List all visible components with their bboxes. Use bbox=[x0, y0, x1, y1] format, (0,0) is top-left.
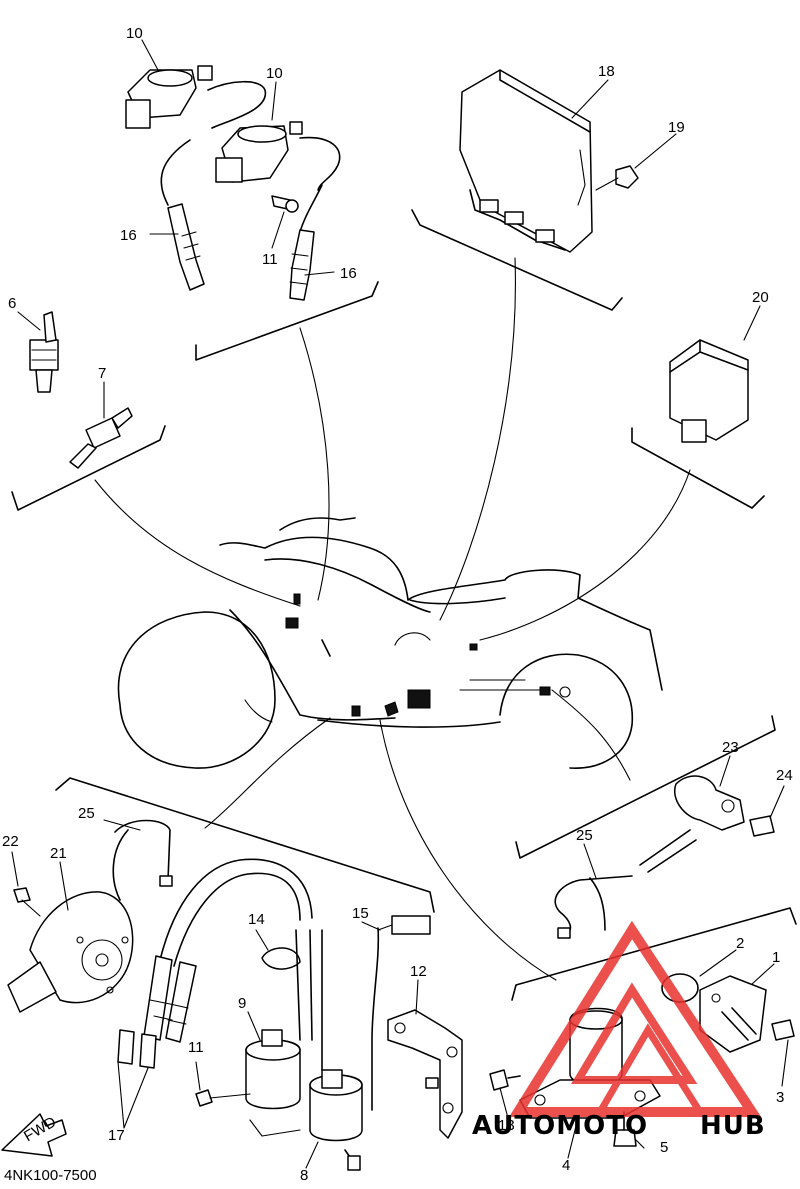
callout-2: 2 bbox=[736, 935, 744, 952]
callout-leaders bbox=[11, 39, 789, 1169]
callout-16-right: 16 bbox=[340, 265, 357, 282]
group-bracket-relay bbox=[631, 427, 765, 509]
bolt-11-bottom bbox=[195, 1089, 251, 1107]
thermo-switch-6 bbox=[29, 311, 59, 393]
callout-13: 13 bbox=[498, 1117, 515, 1134]
horn-21 bbox=[7, 891, 134, 1013]
watermark-suffix: HUB bbox=[700, 1111, 766, 1141]
callout-9: 9 bbox=[238, 995, 246, 1012]
group-bracket-speed-sensor bbox=[515, 715, 776, 859]
bolt-5 bbox=[613, 1111, 637, 1147]
callout-17: 17 bbox=[108, 1127, 125, 1144]
motorcycle-outline bbox=[117, 517, 663, 769]
relay-20 bbox=[669, 339, 749, 443]
callout-10-front: 10 bbox=[126, 25, 143, 42]
bolt-13 bbox=[489, 1069, 521, 1091]
ignition-coil-8 bbox=[309, 1069, 363, 1171]
bolt-11-top bbox=[271, 195, 299, 213]
horn-lead-25 bbox=[112, 819, 173, 901]
wire-clamp-14 bbox=[261, 929, 323, 1071]
group-bracket-sensors bbox=[11, 425, 166, 511]
callout-labels: 10 10 16 11 16 18 19 6 7 20 25 22 21 14 … bbox=[2, 25, 793, 1184]
callout-3: 3 bbox=[776, 1089, 784, 1106]
coil-bracket-12 bbox=[387, 1009, 463, 1139]
ignition-coil-9 bbox=[245, 1029, 301, 1137]
callout-21: 21 bbox=[50, 845, 67, 862]
group-bracket-ecu bbox=[411, 209, 623, 311]
callout-7: 7 bbox=[98, 365, 106, 382]
callout-24: 24 bbox=[776, 767, 793, 784]
harness-location-markers bbox=[285, 593, 551, 717]
leader-curves bbox=[94, 257, 691, 981]
horn-screw-22 bbox=[13, 887, 41, 917]
forward-direction-arrow: FWD bbox=[1, 1113, 67, 1157]
callout-14: 14 bbox=[248, 911, 265, 928]
lead-wire-15 bbox=[371, 915, 431, 1111]
callout-11-top: 11 bbox=[262, 251, 278, 268]
callout-1: 1 bbox=[772, 949, 780, 966]
callout-6: 6 bbox=[8, 295, 16, 312]
ecu-unit bbox=[459, 69, 593, 253]
callout-10-rear: 10 bbox=[266, 65, 283, 82]
speed-sensor-bolt-24 bbox=[749, 815, 775, 837]
callout-15: 15 bbox=[352, 905, 369, 922]
callout-8: 8 bbox=[300, 1167, 308, 1184]
watermark-text: AUTOMOTO HUB bbox=[472, 1111, 766, 1141]
spark-plug-cap-left bbox=[167, 203, 205, 291]
spark-plug-cap-right bbox=[289, 229, 315, 301]
callout-18: 18 bbox=[598, 63, 615, 80]
callout-22: 22 bbox=[2, 833, 19, 850]
callout-5: 5 bbox=[660, 1139, 668, 1156]
callout-25-sensor: 25 bbox=[576, 827, 593, 844]
group-bracket-ignition-coils bbox=[195, 281, 379, 361]
ignition-coil-rear bbox=[215, 121, 341, 233]
callout-11-bottom: 11 bbox=[188, 1039, 204, 1056]
callout-23: 23 bbox=[722, 739, 739, 756]
group-bracket-starter-relay bbox=[511, 907, 797, 1001]
callout-4: 4 bbox=[562, 1157, 570, 1174]
ignition-coil-front bbox=[125, 65, 267, 206]
callout-12: 12 bbox=[410, 963, 427, 980]
speed-sensor-lead-25 bbox=[554, 875, 633, 939]
temperature-sensor-7 bbox=[69, 407, 133, 469]
document-code: 4NK100-7500 bbox=[4, 1167, 97, 1184]
speed-sensor-23 bbox=[639, 775, 745, 873]
plug-lead-wires-17 bbox=[117, 858, 313, 1069]
ecu-bolt bbox=[595, 165, 639, 191]
callout-20: 20 bbox=[752, 289, 769, 306]
automotohub-watermark-logo bbox=[508, 920, 762, 1117]
callout-19: 19 bbox=[668, 119, 685, 136]
watermark-prefix: AUTOMOTO bbox=[472, 1111, 648, 1141]
callout-25-horn: 25 bbox=[78, 805, 95, 822]
group-bracket-horn-coil bbox=[55, 777, 435, 913]
screw-3 bbox=[771, 1019, 795, 1041]
callout-16-left: 16 bbox=[120, 227, 137, 244]
